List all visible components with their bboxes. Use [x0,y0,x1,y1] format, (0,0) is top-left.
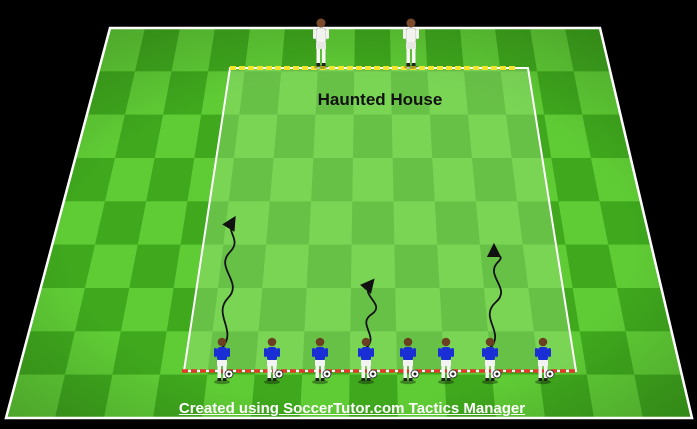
ball-icon [225,370,233,378]
ball-icon [449,370,457,378]
ball-icon [275,370,283,378]
ball-icon [546,370,554,378]
credit-link[interactable]: Created using SoccerTutor.com Tactics Ma… [179,400,525,417]
ball-icon [323,370,331,378]
ball-icon [493,370,501,378]
ball-icon [369,370,377,378]
diagram-title: Haunted House [318,90,443,110]
playing-area [184,68,576,371]
ball-icon [411,370,419,378]
